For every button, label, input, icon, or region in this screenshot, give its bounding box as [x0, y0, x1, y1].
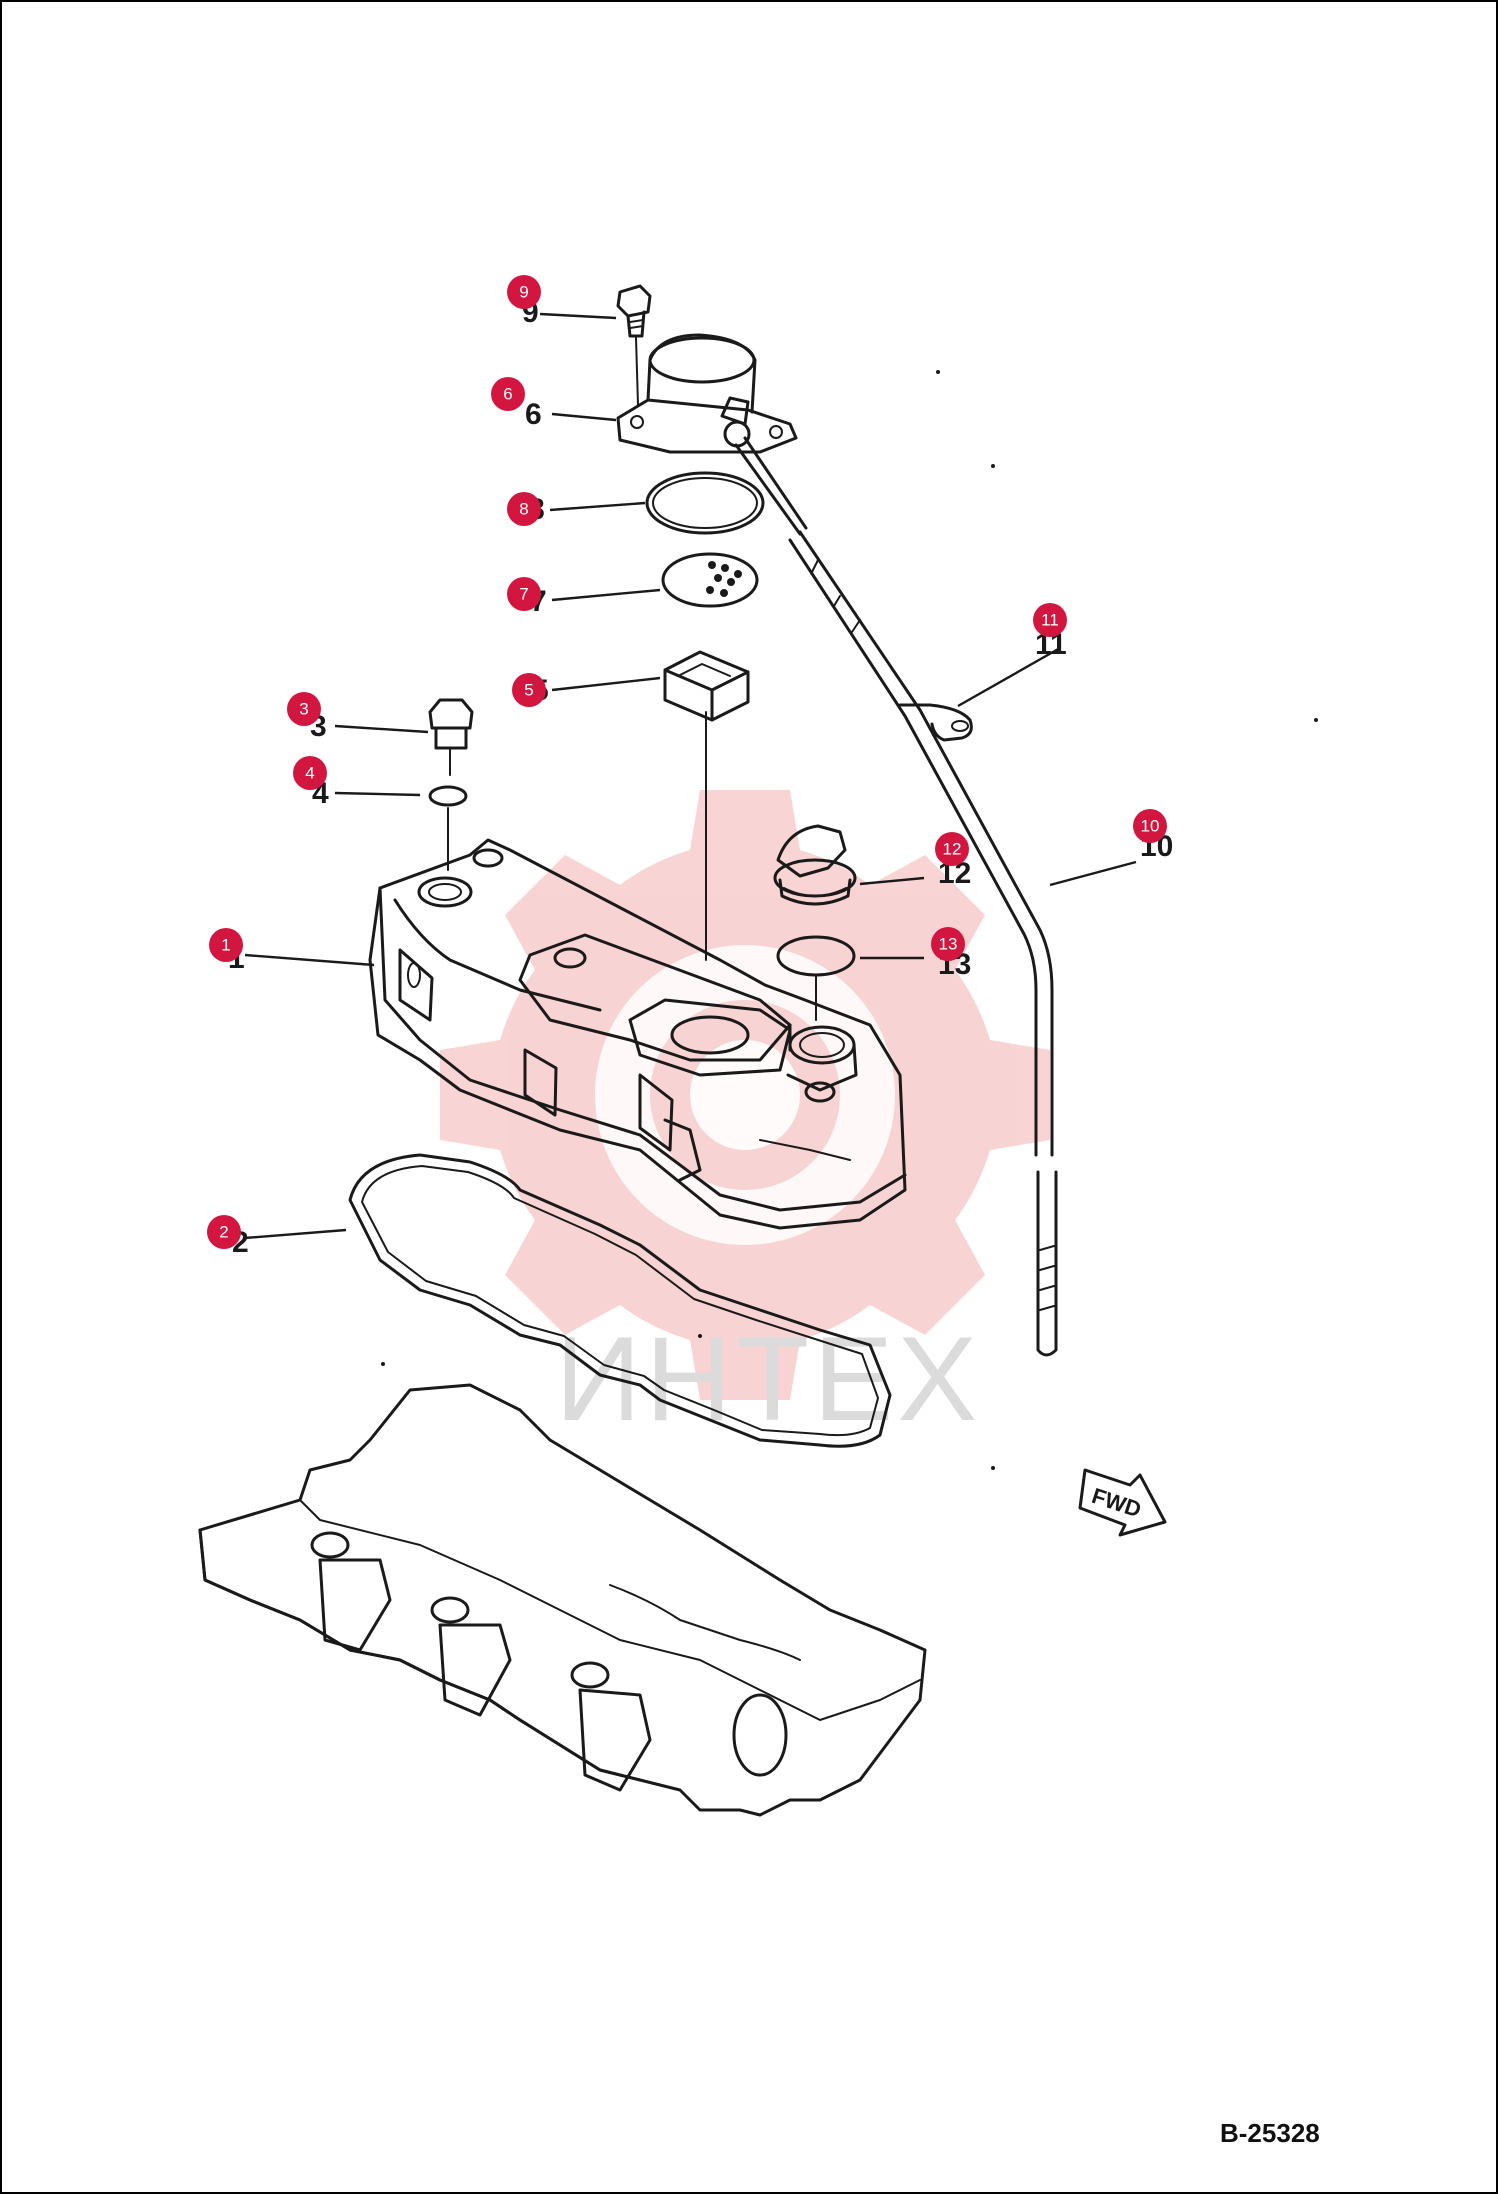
part-head-cover-1: [368, 838, 907, 1230]
svg-text:8: 8: [519, 500, 528, 519]
part-breather-hose-10: [734, 436, 1058, 1357]
callout-badge-12[interactable]: 12: [935, 832, 969, 866]
part-o-ring-13: [776, 935, 856, 1021]
part-breather-cover-6: [616, 333, 798, 454]
drawing-code: B-25328: [1220, 2118, 1320, 2148]
fwd-arrow-icon: FWD: [1078, 1468, 1167, 1537]
callout-badge-3[interactable]: 3: [287, 692, 321, 726]
part-plug-3: [428, 698, 474, 776]
svg-text:2: 2: [219, 1223, 228, 1242]
svg-text:13: 13: [939, 935, 958, 954]
callout-badge-4[interactable]: 4: [293, 756, 327, 790]
callout-badge-1[interactable]: 1: [209, 928, 243, 962]
scan-specks: [381, 370, 1318, 1470]
callout-badge-10[interactable]: 10: [1133, 809, 1167, 843]
watermark: ИНТЕХ: [440, 790, 1050, 1446]
callout-badge-13[interactable]: 13: [931, 927, 965, 961]
callout-badge-9[interactable]: 9: [507, 275, 541, 309]
callout-badge-5[interactable]: 5: [512, 673, 546, 707]
callout-badge-8[interactable]: 8: [507, 492, 541, 526]
svg-text:4: 4: [305, 764, 314, 783]
part-bolt-9: [616, 284, 652, 406]
part-o-ring-4: [428, 785, 468, 871]
svg-text:11: 11: [1041, 611, 1059, 630]
fwd-label: FWD: [1089, 1483, 1144, 1522]
svg-text:6: 6: [503, 385, 512, 404]
watermark-text: ИНТЕХ: [555, 1312, 981, 1446]
printed-number-6: 6: [525, 398, 542, 431]
svg-text:5: 5: [524, 681, 533, 700]
callout-badge-11[interactable]: 11: [1033, 603, 1067, 637]
part-filter-plate-7: [661, 552, 759, 608]
svg-text:9: 9: [519, 283, 528, 302]
part-element-5: [663, 650, 750, 961]
part-o-ring-8: [645, 471, 765, 535]
callout-badge-7[interactable]: 7: [507, 577, 541, 611]
callout-badges: 9 6 8 7 5 3 4 1 2 11 10 12 13: [207, 275, 1167, 1249]
svg-text:3: 3: [299, 700, 308, 719]
svg-text:12: 12: [943, 840, 962, 859]
callout-badge-2[interactable]: 2: [207, 1215, 241, 1249]
part-hose-clamp-11: [898, 703, 973, 742]
part-cylinder-head: [198, 1383, 927, 1817]
svg-text:7: 7: [519, 585, 528, 604]
svg-text:10: 10: [1141, 817, 1160, 836]
part-gasket-2: [348, 1153, 892, 1448]
svg-text:1: 1: [221, 936, 230, 955]
leader-lines: [244, 312, 1137, 1240]
part-oil-filler-cap-12: [773, 824, 857, 906]
callout-badge-6[interactable]: 6: [491, 377, 525, 411]
